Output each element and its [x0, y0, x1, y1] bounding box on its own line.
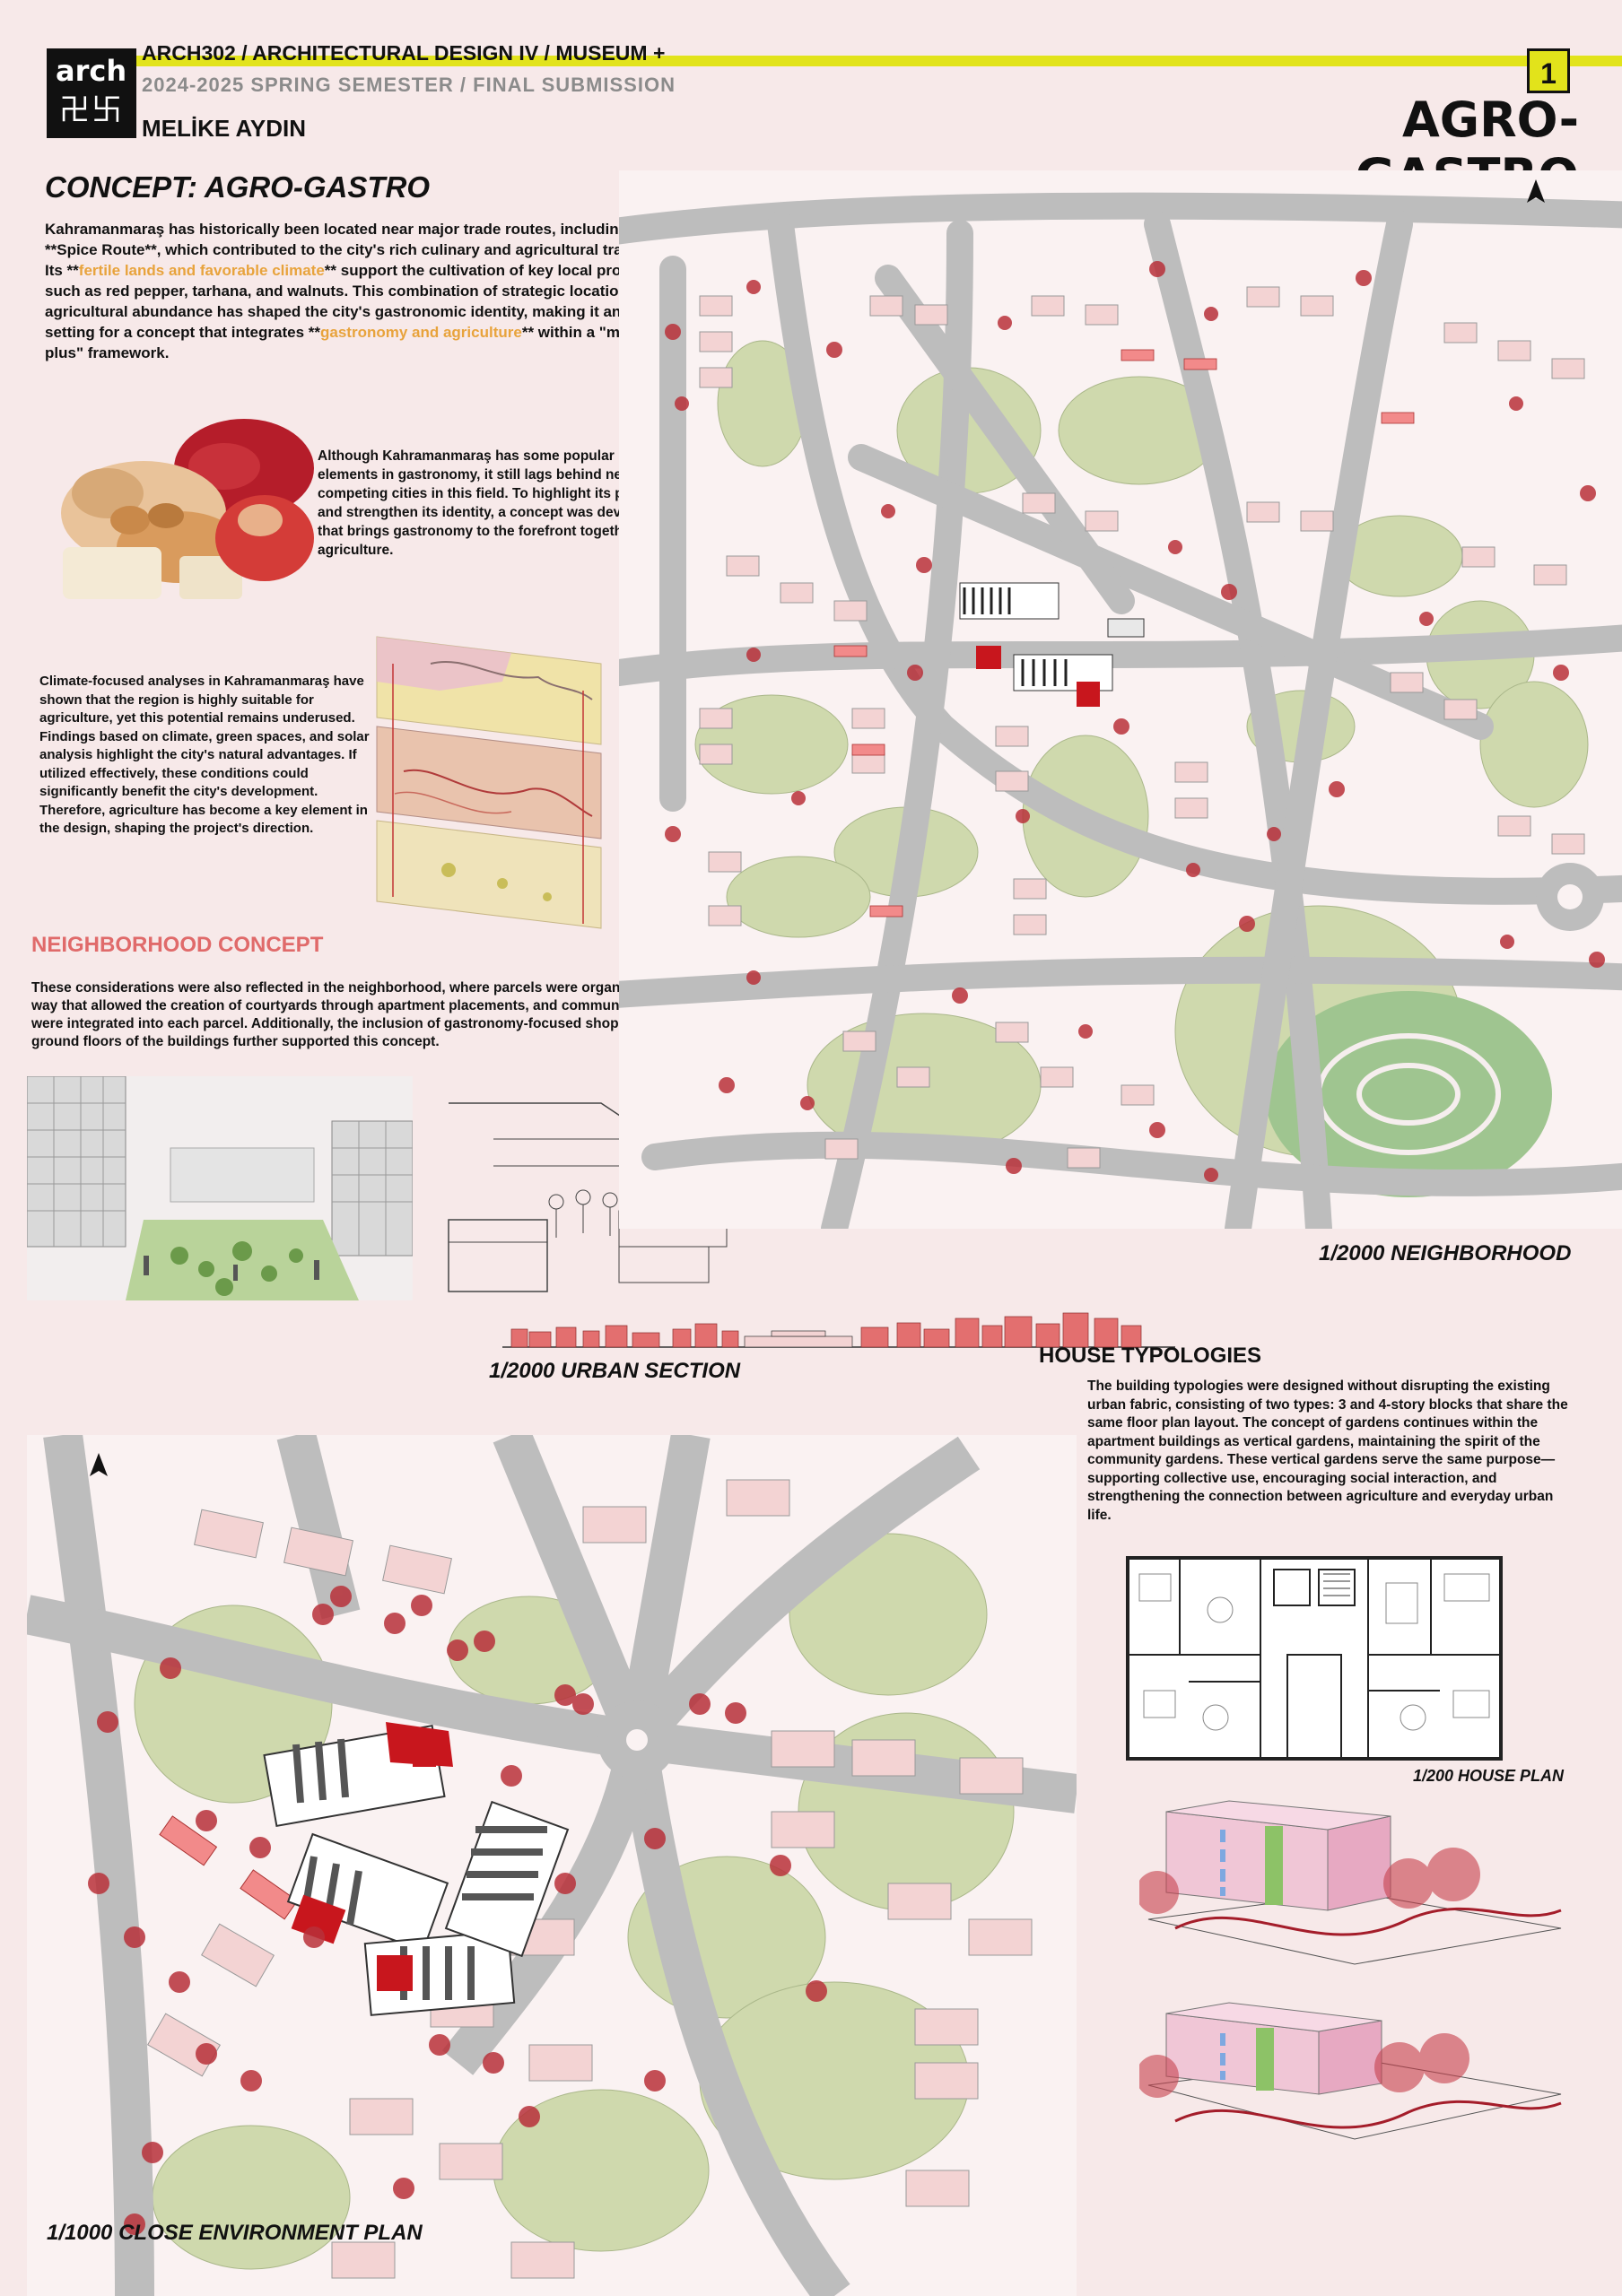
page-number: 1 [1527, 48, 1570, 93]
header-rule [136, 56, 1622, 66]
house-plan-caption: 1/200 HOUSE PLAN [1413, 1767, 1565, 1785]
stadium-green [1265, 991, 1552, 1197]
courtyard-garden-sketch [27, 1076, 413, 1300]
logo-text: arch [56, 54, 127, 88]
logo-glyphs: 卍卐 [59, 92, 124, 128]
intro-highlight-gastronomy: gastronomy and agriculture [320, 324, 522, 341]
three-story-block-axonometric [1139, 2002, 1562, 2140]
neighborhood-text: These considerations were also reflected… [31, 980, 694, 1049]
north-arrow-icon [90, 1453, 108, 1476]
course-title: ARCH302 / ARCHITECTURAL DESIGN IV / MUSE… [142, 41, 666, 65]
intro-part-2: ** support the cultivation of key local … [45, 262, 662, 341]
four-story-block-axonometric [1139, 1800, 1562, 1965]
close-environment-plan-map [27, 1435, 1077, 2296]
concept-intro: Kahramanmaraş has historically been loca… [45, 219, 678, 363]
urban-section-caption: 1/2000 URBAN SECTION [489, 1359, 741, 1383]
museum-building [959, 582, 1145, 707]
climate-analysis-layers-image [376, 636, 602, 929]
intro-highlight-fertile: fertile lands and favorable climate [78, 262, 325, 279]
author-name: MELİKE AYDIN [142, 115, 306, 142]
house-typologies-title: HOUSE TYPOLOGIES [1039, 1344, 1262, 1368]
arch-logo: arch 卍卐 [47, 48, 136, 138]
north-arrow-icon [1527, 179, 1545, 203]
neighborhood-concept-title: NEIGHBORHOOD CONCEPT [31, 933, 324, 957]
gastronomy-text: Although Kahramanmaraş has some popular … [318, 448, 673, 558]
house-floor-plan [1126, 1556, 1503, 1761]
intro-part-1: Kahramanmaraş has historically been loca… [45, 221, 676, 279]
climate-text: Climate-focused analyses in Kahramanmara… [39, 674, 370, 836]
main-road [43, 1435, 154, 2296]
museum-building-detail [263, 1722, 570, 2016]
main-road [619, 192, 1622, 245]
neighborhood-plan-caption: 1/2000 NEIGHBORHOOD [1319, 1241, 1572, 1265]
concept-title: CONCEPT: AGRO-GASTRO [45, 170, 430, 204]
semester-line: 2024-2025 SPRING SEMESTER / FINAL SUBMIS… [142, 74, 676, 96]
house-typologies-text: The building typologies were designed wi… [1087, 1378, 1568, 1523]
close-plan-caption: 1/1000 CLOSE ENVIRONMENT PLAN [47, 2221, 423, 2245]
neighborhood-plan-map [619, 170, 1622, 1229]
urban-section-drawing [502, 1312, 1175, 1348]
food-collage-image [61, 419, 314, 599]
